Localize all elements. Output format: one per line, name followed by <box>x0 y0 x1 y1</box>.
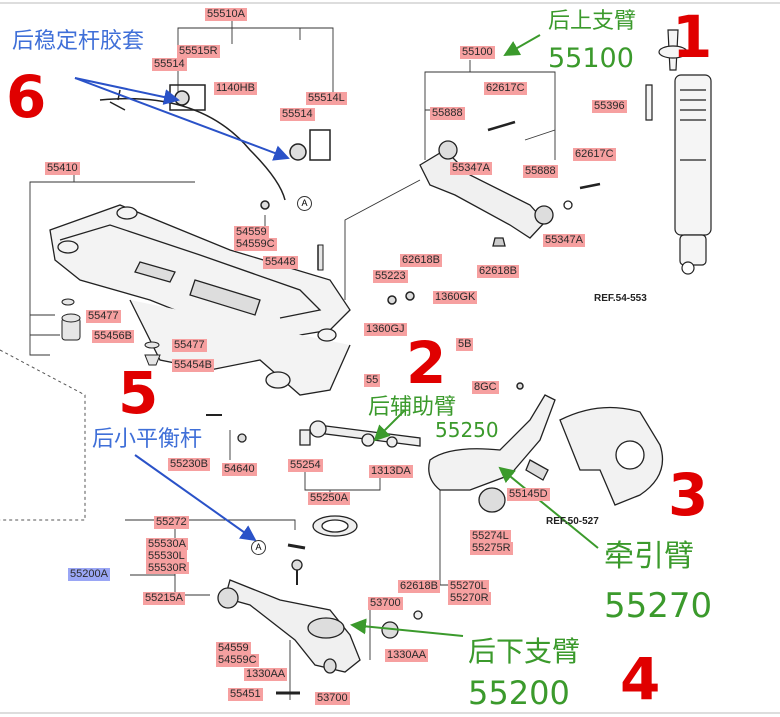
callout-code-assist-arm: 55250 <box>435 418 499 442</box>
part-label-55530l: 55530L <box>146 550 187 562</box>
part-label-55477: 55477 <box>172 339 207 352</box>
callout-number-4: 4 <box>620 645 661 713</box>
part-label-55215a: 55215A <box>143 592 185 605</box>
part-label-62617c: 62617C <box>484 82 527 95</box>
part-label-55530r: 55530R <box>146 562 189 574</box>
part-label-62618b: 62618B <box>400 254 442 267</box>
part-label-53700: 53700 <box>315 692 350 705</box>
part-label-55510a: 55510A <box>205 8 247 21</box>
callout-code-lower-arm: 55200 <box>468 674 570 712</box>
callout-code-upper-arm: 55100 <box>548 43 634 74</box>
upper-arm <box>419 120 601 247</box>
callout-number-6: 6 <box>6 63 47 131</box>
part-label-55396: 55396 <box>592 100 627 113</box>
callout-label-stabilizer-link: 后小平衡杆 <box>92 427 203 452</box>
part-label-55477: 55477 <box>86 310 121 323</box>
part-label-clipped-5b: 5B <box>456 338 474 351</box>
part-label-clipped-55: 55 <box>364 374 381 387</box>
part-label-1313da: 1313DA <box>369 465 413 478</box>
part-label-1330aa: 1330AA <box>385 649 429 662</box>
assist-arm <box>206 414 421 448</box>
reference-label: REF.54-553 <box>594 293 647 304</box>
reference-circle-a: A <box>251 540 266 555</box>
dashed-inset <box>0 349 86 521</box>
misc-fasteners <box>260 200 524 390</box>
part-label-55514: 55514 <box>280 108 315 121</box>
callout-number-1: 1 <box>672 3 713 71</box>
callout-number-2: 2 <box>406 329 447 397</box>
part-label-55514l: 55514L <box>306 92 347 105</box>
callout-number-5: 5 <box>118 359 159 427</box>
part-label-55347a: 55347A <box>450 162 492 175</box>
part-label-55275r: 55275R <box>470 542 513 555</box>
part-label-55347a: 55347A <box>543 234 585 247</box>
part-label-54559: 54559 <box>216 642 251 655</box>
trailing-arm <box>428 394 664 513</box>
callout-label-trailing-arm: 牵引臂 <box>604 539 694 574</box>
part-label-53700: 53700 <box>368 597 403 610</box>
callout-code-trailing-arm: 55270 <box>604 586 713 626</box>
part-label-55270r: 55270R <box>448 592 491 605</box>
part-label-55454b: 55454B <box>172 359 214 372</box>
part-label-54559c: 54559C <box>216 654 259 667</box>
part-label-55451: 55451 <box>228 688 263 701</box>
part-label-55515r: 55515R <box>177 45 220 58</box>
part-label-55456b: 55456B <box>92 330 134 343</box>
part-label-54640: 54640 <box>222 463 257 476</box>
part-label-55514: 55514 <box>152 58 187 71</box>
callout-label-assist-arm: 后辅助臂 <box>368 395 457 420</box>
part-label-54559c: 54559C <box>234 238 277 251</box>
part-label-54559: 54559 <box>234 226 269 239</box>
lower-arm <box>217 515 423 695</box>
leader-lines <box>29 20 556 700</box>
reference-circle-a: A <box>297 196 312 211</box>
part-label-1140hb: 1140HB <box>214 82 257 95</box>
part-label-55274l: 55274L <box>470 530 511 543</box>
part-label-55448: 55448 <box>263 256 298 269</box>
part-label-62617c: 62617C <box>573 148 616 161</box>
part-label-62618b: 62618B <box>477 265 519 278</box>
reference-label: REF.50-527 <box>546 516 599 527</box>
part-label-55270l: 55270L <box>448 580 489 593</box>
part-label-55223: 55223 <box>373 270 408 283</box>
part-label-1360gk: 1360GK <box>433 291 478 304</box>
part-label-62618b: 62618B <box>398 580 440 593</box>
callout-label-stabilizer-bushing: 后稳定杆胶套 <box>12 29 145 54</box>
part-label-55888: 55888 <box>430 107 465 120</box>
part-label-55410: 55410 <box>45 162 80 175</box>
part-label-1330aa: 1330AA <box>244 668 288 681</box>
part-label-55254: 55254 <box>288 459 323 472</box>
part-label-55100: 55100 <box>460 46 495 59</box>
subframe-bushings <box>61 244 324 366</box>
part-label-55200a: 55200A <box>68 568 110 581</box>
callout-label-lower-arm: 后下支臂 <box>468 635 581 668</box>
part-label-55888: 55888 <box>523 165 558 178</box>
stabilizer-bar <box>99 84 331 201</box>
part-label-55145d: 55145D <box>507 488 550 501</box>
part-label-55272: 55272 <box>154 516 189 529</box>
callout-label-upper-arm: 后上支臂 <box>548 9 637 34</box>
rear-subframe <box>49 204 351 396</box>
part-label-1360gj: 1360GJ <box>364 323 407 336</box>
part-label-55250a: 55250A <box>308 492 350 505</box>
part-label-clipped-8gc: 8GC <box>472 381 499 394</box>
part-label-55530a: 55530A <box>146 538 188 550</box>
callout-arrows <box>74 34 599 637</box>
part-label-55230b: 55230B <box>168 458 210 471</box>
shock-absorber <box>645 29 712 275</box>
callout-number-3: 3 <box>668 461 709 529</box>
